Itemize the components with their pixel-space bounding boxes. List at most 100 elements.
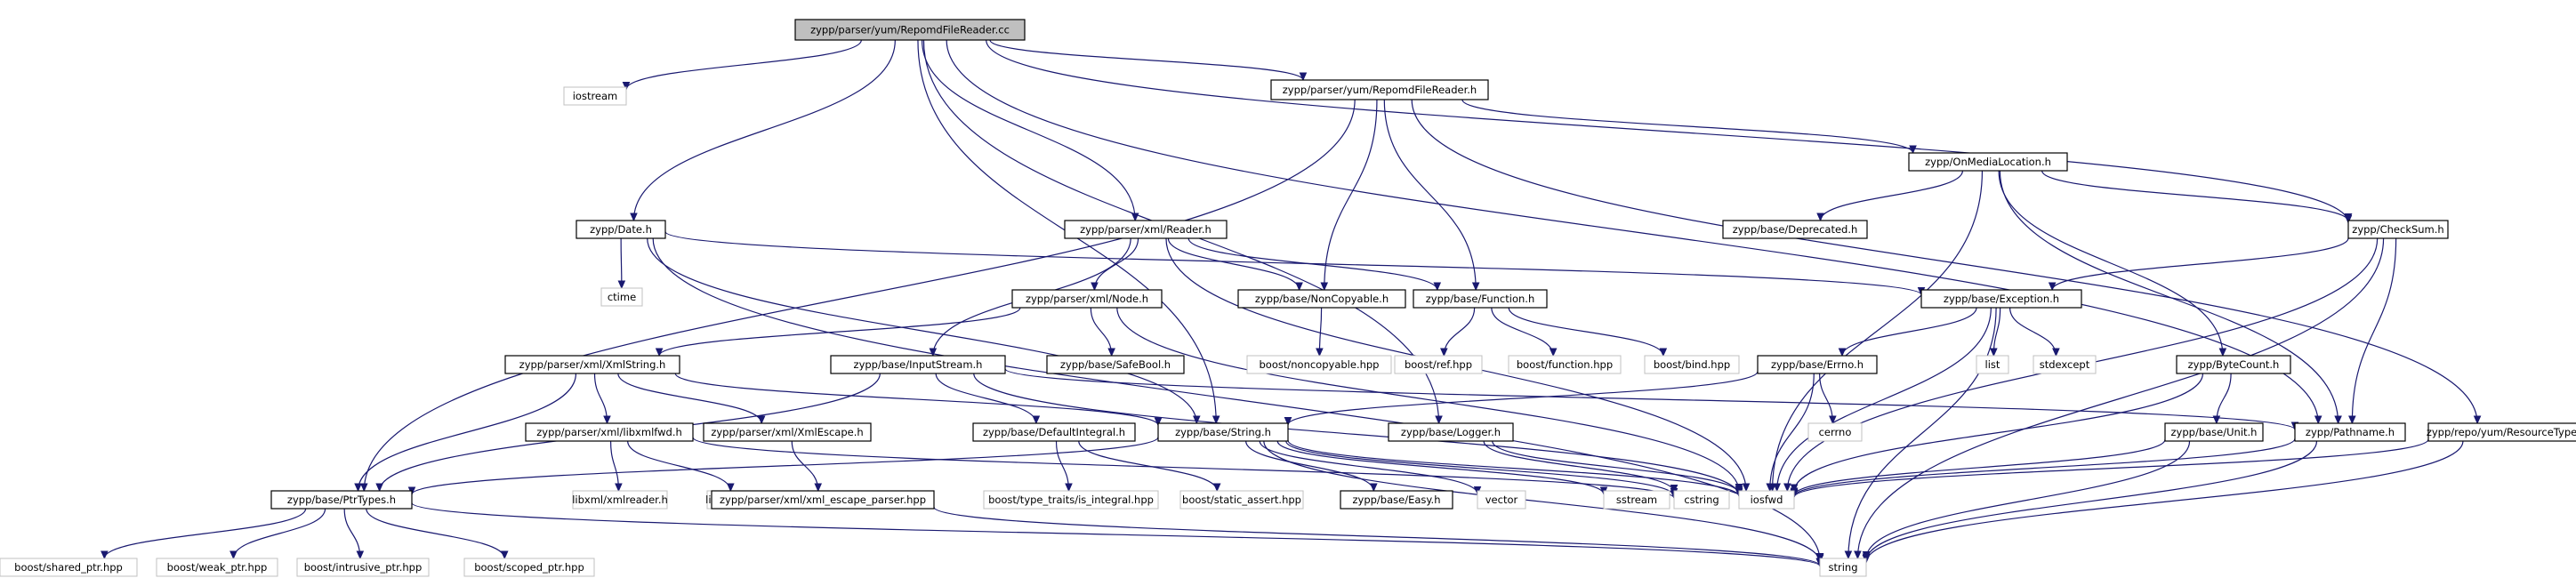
node-node[interactable]: zypp/parser/xml/Node.h — [1011, 289, 1163, 309]
node-logger[interactable]: zypp/base/Logger.h — [1388, 422, 1514, 442]
node-sstream: sstream — [1603, 490, 1670, 510]
edge-pathname-to-string — [1866, 440, 2318, 561]
node-reader[interactable]: zypp/parser/xml/Reader.h — [1064, 220, 1228, 239]
edge-root-to-rfr_h — [989, 39, 1303, 80]
node-xmlreader: libxml/xmlreader.h — [572, 490, 668, 510]
edge-string_h-to-string — [1263, 440, 1820, 562]
node-label-easy: zypp/base/Easy.h — [1352, 494, 1440, 506]
node-label-intrusiveptr: boost/intrusive_ptr.hpp — [304, 561, 423, 574]
edge-errno-to-cerrno — [1819, 373, 1833, 423]
node-inputstream[interactable]: zypp/base/InputStream.h — [830, 355, 1006, 374]
node-box-string_h — [1157, 422, 1289, 442]
node-box-weakptr — [156, 558, 278, 577]
node-box-date — [576, 220, 666, 239]
edge-string_h-to-cstring — [1285, 440, 1674, 496]
node-xmlescape[interactable]: zypp/parser/xml/XmlEscape.h — [703, 422, 872, 442]
node-box-list — [1976, 355, 2009, 374]
node-box-function — [1413, 289, 1548, 309]
node-box-xmlreader — [572, 490, 668, 510]
node-label-unit: zypp/base/Unit.h — [2171, 426, 2258, 438]
node-checksum[interactable]: zypp/CheckSum.h — [2347, 220, 2449, 239]
node-box-boostnoncopy — [1246, 355, 1392, 374]
edge-onmedia-to-deprecated — [1821, 170, 1964, 221]
node-box-checksum — [2347, 220, 2449, 239]
node-box-xmlescape — [703, 422, 872, 442]
node-box-exception — [1920, 289, 2082, 309]
node-root[interactable]: zypp/parser/yum/RepomdFileReader.cc — [794, 19, 1026, 41]
node-label-list: list — [1985, 358, 2000, 371]
edge-xmlstring-to-string_h — [674, 373, 1158, 425]
node-box-pathname — [2294, 422, 2406, 442]
node-label-xmlstring: zypp/parser/xml/XmlString.h — [519, 358, 666, 371]
node-label-sharedptr: boost/shared_ptr.hpp — [14, 561, 123, 574]
edge-libxmlfwd-to-xmlreader — [609, 440, 619, 491]
edge-inputstream-to-iosfwd — [973, 373, 1739, 495]
node-unit[interactable]: zypp/base/Unit.h — [2164, 422, 2264, 442]
node-label-cerrno: cerrno — [1819, 426, 1852, 438]
edge-rfr_h-to-ptrtypes — [364, 99, 1356, 491]
node-rfr_h[interactable]: zypp/parser/yum/RepomdFileReader.h — [1270, 79, 1489, 100]
edge-node-to-xmlstring — [659, 307, 1021, 356]
node-boostbind: boost/bind.hpp — [1644, 355, 1740, 374]
node-weakptr: boost/weak_ptr.hpp — [156, 558, 278, 577]
node-string_h[interactable]: zypp/base/String.h — [1157, 422, 1289, 442]
node-box-deprecated — [1722, 220, 1868, 239]
edge-onmedia-to-pathname — [1999, 170, 2338, 423]
edge-reader-to-node — [1094, 237, 1139, 290]
node-safebool[interactable]: zypp/base/SafeBool.h — [1046, 355, 1185, 374]
edge-inputstream-to-pathname — [1004, 368, 2295, 429]
node-label-ctime: ctime — [608, 291, 636, 303]
node-iostream: iostream — [563, 86, 627, 106]
node-label-xmlescape: zypp/parser/xml/XmlEscape.h — [711, 426, 863, 438]
node-label-boostfunction: boost/function.hpp — [1517, 358, 1613, 371]
node-exception[interactable]: zypp/base/Exception.h — [1920, 289, 2082, 309]
node-box-intrusiveptr — [296, 558, 430, 577]
node-noncopy[interactable]: zypp/base/NonCopyable.h — [1237, 289, 1406, 309]
node-label-weakptr: boost/weak_ptr.hpp — [167, 561, 268, 574]
node-easy[interactable]: zypp/base/Easy.h — [1340, 490, 1453, 510]
edge-defint-to-staticassert — [1078, 440, 1217, 491]
node-bytecount[interactable]: zypp/ByteCount.h — [2176, 355, 2291, 374]
node-box-stdexcept — [2033, 355, 2097, 374]
node-xmlstring[interactable]: zypp/parser/xml/XmlString.h — [504, 355, 680, 374]
node-staticassert: boost/static_assert.hpp — [1179, 490, 1304, 510]
node-label-date: zypp/Date.h — [590, 223, 652, 236]
node-box-escparser — [711, 490, 935, 510]
node-libxmlfwd[interactable]: zypp/parser/xml/libxmlfwd.h — [525, 422, 694, 442]
node-box-rfr_h — [1270, 79, 1489, 100]
node-date[interactable]: zypp/Date.h — [576, 220, 666, 239]
node-errno[interactable]: zypp/base/Errno.h — [1757, 355, 1878, 374]
node-label-stdexcept: stdexcept — [2040, 358, 2090, 371]
node-ctime: ctime — [600, 287, 643, 307]
node-label-xmlreader: libxml/xmlreader.h — [572, 494, 668, 506]
node-defint[interactable]: zypp/base/DefaultIntegral.h — [972, 422, 1136, 442]
edge-xmlstring-to-xmlescape — [617, 373, 761, 423]
node-pathname[interactable]: zypp/Pathname.h — [2294, 422, 2406, 442]
node-layer: zypp/parser/yum/RepomdFileReader.cc iostr… — [0, 19, 2576, 577]
edge-string_h-to-ptrtypes — [412, 437, 1159, 494]
node-label-errno: zypp/base/Errno.h — [1771, 358, 1864, 371]
edge-unit-to-string — [1866, 440, 2191, 559]
edge-restype-to-iosfwd — [1794, 438, 2429, 497]
node-label-escparser: zypp/parser/xml/xml_escape_parser.hpp — [720, 494, 926, 506]
edge-date-to-string_h — [647, 237, 1197, 423]
node-box-istraits — [983, 490, 1159, 510]
node-box-sstream — [1603, 490, 1670, 510]
node-escparser[interactable]: zypp/parser/xml/xml_escape_parser.hpp — [711, 490, 935, 510]
edge-root-to-reader — [921, 39, 1136, 221]
node-box-reader — [1064, 220, 1228, 239]
node-function[interactable]: zypp/base/Function.h — [1413, 289, 1548, 309]
node-label-exception: zypp/base/Exception.h — [1944, 293, 2059, 305]
node-onmedia[interactable]: zypp/OnMediaLocation.h — [1908, 152, 2068, 172]
node-box-ptrtypes — [270, 490, 413, 510]
node-box-safebool — [1046, 355, 1185, 374]
edge-bytecount-to-iosfwd — [1794, 373, 2204, 492]
node-deprecated[interactable]: zypp/base/Deprecated.h — [1722, 220, 1868, 239]
node-box-vector — [1477, 490, 1526, 510]
node-box-cstring — [1673, 490, 1730, 510]
edge-rfr_h-to-restype — [1411, 99, 2477, 423]
node-restype[interactable]: zypp/repo/yum/ResourceType.h — [2427, 422, 2576, 442]
node-ptrtypes[interactable]: zypp/base/PtrTypes.h — [270, 490, 413, 510]
edge-checksum-to-pathname — [2352, 237, 2397, 423]
node-label-boostref: boost/ref.hpp — [1405, 358, 1472, 371]
